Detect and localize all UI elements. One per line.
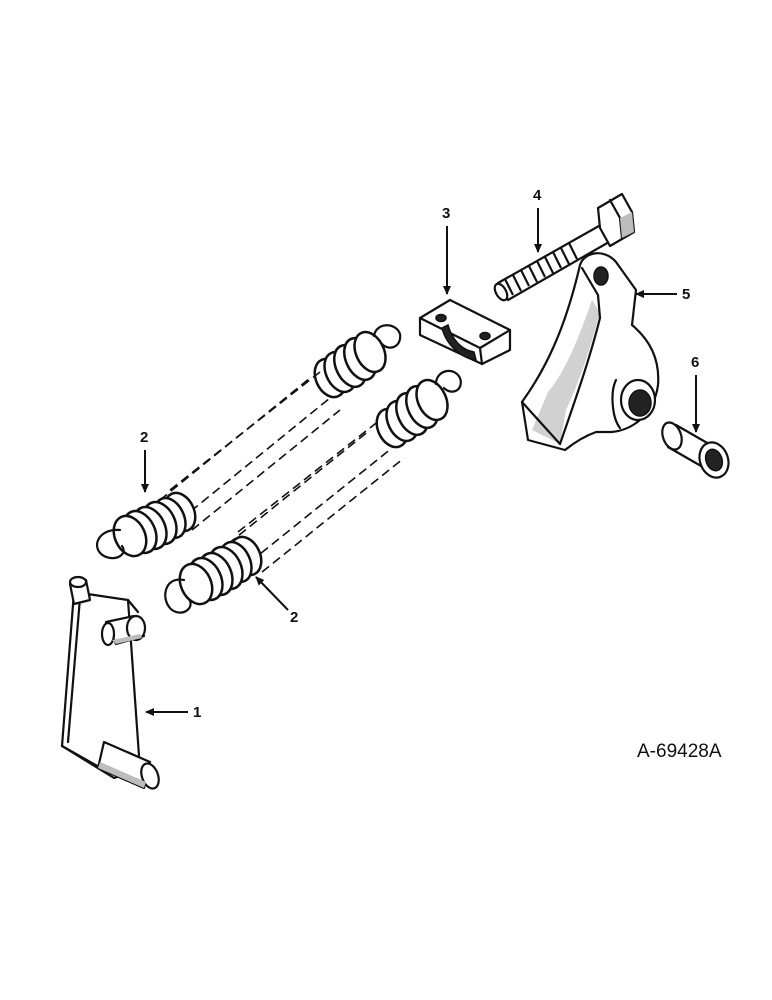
callout-2-upper: 2 xyxy=(140,429,149,493)
bracket-part-5 xyxy=(520,252,660,452)
callout-3: 3 xyxy=(442,205,451,295)
spring-upper-part-2 xyxy=(96,324,402,560)
bolt-part-4 xyxy=(493,192,636,302)
callout-4-label: 4 xyxy=(533,187,542,204)
callout-5-label: 5 xyxy=(682,286,690,303)
clamp-part-3 xyxy=(418,298,512,366)
callout-2-lower: 2 xyxy=(255,576,298,626)
callout-1: 1 xyxy=(145,704,201,721)
callout-1-label: 1 xyxy=(193,704,201,721)
callout-2-lower-label: 2 xyxy=(290,609,298,626)
lever-part-1 xyxy=(60,575,160,790)
callout-6: 6 xyxy=(691,354,700,433)
spring-lower-part-2 xyxy=(164,369,462,614)
callout-5: 5 xyxy=(635,286,690,303)
drawing-number: A-69428A xyxy=(637,741,722,762)
callout-2-upper-label: 2 xyxy=(140,429,148,446)
callout-3-label: 3 xyxy=(442,205,450,222)
callout-4: 4 xyxy=(533,187,542,253)
callout-6-label: 6 xyxy=(691,354,699,371)
bushing-part-6 xyxy=(661,421,730,479)
